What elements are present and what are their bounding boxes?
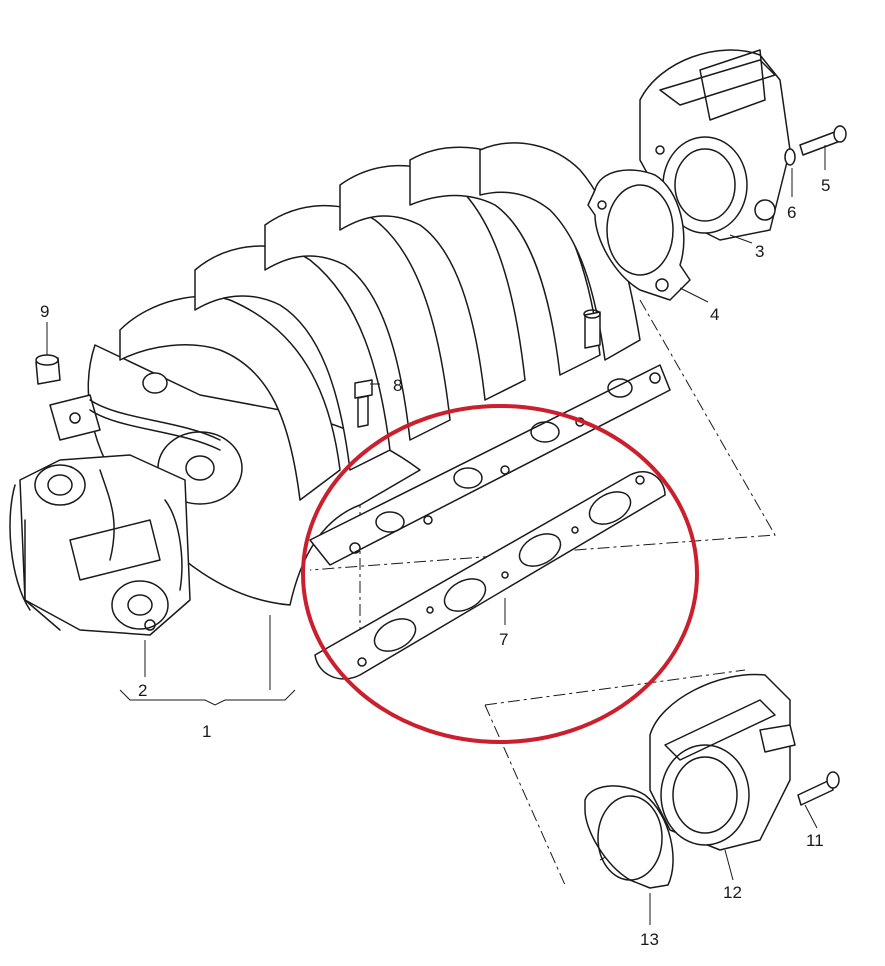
manifold-bolt bbox=[354, 379, 373, 428]
flange-ports bbox=[69, 372, 661, 554]
callout-2: 2 bbox=[138, 681, 147, 700]
lower-gasket bbox=[584, 785, 674, 889]
actuator-assembly bbox=[9, 454, 191, 636]
manifold-gasket bbox=[314, 471, 666, 680]
callout-8: 8 bbox=[393, 376, 402, 395]
highlight-circle bbox=[301, 404, 699, 744]
callout-7: 7 bbox=[499, 630, 508, 649]
leader-lines bbox=[46, 145, 826, 925]
callout-1: 1 bbox=[202, 722, 211, 741]
throttle-body-lower bbox=[649, 673, 796, 851]
callout-labels: 1 2 3 4 5 6 7 8 9 11 12 13 bbox=[40, 176, 830, 949]
callout-4: 4 bbox=[710, 305, 719, 324]
callout-11: 11 bbox=[806, 831, 824, 850]
callout-5: 5 bbox=[821, 176, 830, 195]
callout-3: 3 bbox=[755, 242, 764, 261]
lower-bolt bbox=[797, 771, 840, 806]
throttle-body bbox=[639, 49, 791, 241]
callout-6: 6 bbox=[787, 203, 796, 222]
callout-13: 13 bbox=[640, 930, 659, 949]
throttle-gasket bbox=[587, 169, 691, 301]
bolt-and-washer bbox=[784, 125, 847, 166]
callout-12: 12 bbox=[723, 883, 742, 902]
callout-9: 9 bbox=[40, 302, 49, 321]
plug bbox=[35, 354, 61, 385]
